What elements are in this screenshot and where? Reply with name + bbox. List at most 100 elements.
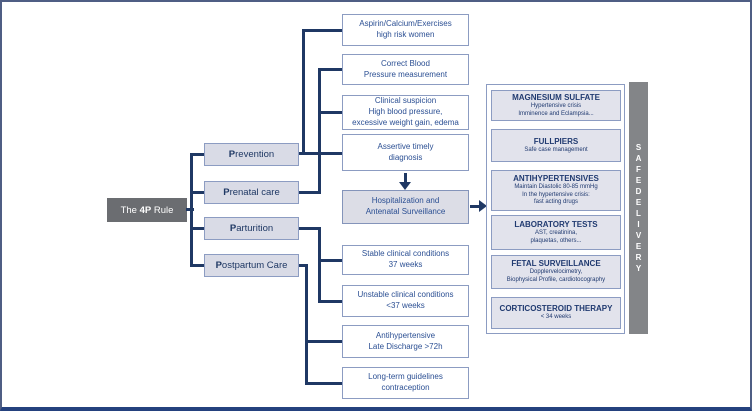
flow-box-assertive-timely-diagnosis: Assertive timely diagnosis [342, 134, 469, 171]
root-box-the-4p-rule: The 4P Rule [107, 198, 187, 222]
flow-box-longterm-guidelines-contraception: Long-term guidelines contraception [342, 367, 469, 399]
pillar-initial: P [215, 260, 222, 271]
flow-box-correct-blood-pressure: Correct Blood Pressure measurement [342, 54, 469, 85]
flow-line: contraception [381, 383, 430, 392]
banner-letter: F [636, 164, 641, 174]
connector-branch-stable [318, 259, 342, 262]
flow-line: Stable clinical conditions [361, 249, 450, 259]
banner-letter: E [635, 175, 642, 185]
pillar-initial: P [228, 149, 236, 160]
pillar-initial: P [229, 223, 237, 234]
flow-line: Aspirin/Calcium/Exercises [359, 19, 452, 29]
flow-line: Antihypertensive [375, 330, 436, 340]
connector-trunk-parturition [318, 227, 321, 303]
flow-line: high risk women [376, 30, 435, 39]
banner-letter: A [635, 153, 642, 163]
flow-box-hospitalization-antenatal-surveillance: Hospitalization and Antenatal Surveillan… [342, 190, 469, 224]
flow-box-antihypertensive-late-discharge: Antihypertensive Late Discharge >72h [342, 325, 469, 358]
treatment-line: Hypertensive crisis [530, 102, 582, 109]
treatment-title: MAGNESIUM SULFATE [512, 92, 600, 102]
treatment-line: < 34 weeks [540, 314, 572, 321]
flow-box-stable-clinical-conditions: Stable clinical conditions 37 weeks [342, 245, 469, 275]
connector-prenatal-row [299, 191, 321, 194]
flow-line: Late Discharge >72h [368, 341, 443, 351]
banner-letter: Y [635, 263, 642, 273]
flow-line: Assertive timely [377, 141, 434, 151]
connector-branch-prevention [190, 153, 204, 156]
flow-line: Clinical suspicion [374, 96, 437, 106]
treatment-line: fast acting drugs [533, 199, 579, 206]
treatment-box-antihypertensives: ANTIHYPERTENSIVES Maintain Diastolic 80-… [491, 170, 621, 211]
flow-line: Hospitalization and [371, 196, 440, 206]
pillar-label: arturition [236, 223, 274, 234]
connector-branch-postpartum [190, 264, 204, 267]
banner-letter: S [635, 142, 642, 152]
treatment-line: Imminence and Eclampsia... [518, 110, 594, 117]
treatment-title: FULLPIERS [533, 136, 579, 146]
pillar-label: renatal care [229, 187, 280, 198]
connector-branch-longterm [305, 382, 342, 385]
banner-letter: L [636, 208, 641, 218]
treatment-title: FETAL SURVEILLANCE [511, 259, 601, 269]
treatment-line: Biophysical Profile, cardiotocography [506, 277, 606, 283]
connector-branch-aspirin [302, 29, 342, 32]
root-label-em: 4P [139, 204, 152, 216]
connector-trunk-prenatal [318, 68, 321, 193]
flow-line: Long-term guidelines [368, 372, 443, 382]
flow-box-clinical-suspicion: Clinical suspicion High blood pressure, … [342, 95, 469, 130]
treatment-box-fullpiers: FULLPIERS Safe case management [491, 129, 621, 162]
treatment-panel: MAGNESIUM SULFATE Hypertensive crisis Im… [486, 84, 625, 334]
treatment-line: Dopplervelocimetry, [529, 269, 583, 276]
flow-box-unstable-clinical-conditions: Unstable clinical conditions <37 weeks [342, 285, 469, 317]
flow-line: diagnosis [388, 152, 423, 162]
pillar-label: ostpartum Care [221, 260, 288, 271]
banner-letter: D [635, 186, 642, 196]
pillar-label: revention [235, 149, 275, 160]
connector-branch-clinical-suspicion [318, 111, 342, 114]
flow-line: Antenatal Surveillance [365, 207, 446, 216]
flow-line: 37 weeks [388, 260, 423, 269]
connector-trunk-postpartum [305, 264, 308, 385]
banner-letter: R [635, 252, 642, 262]
flow-line: <37 weeks [386, 301, 425, 310]
connector-branch-parturition [190, 227, 204, 230]
banner-letter: E [635, 241, 642, 251]
banner-letter: E [635, 197, 642, 207]
arrow-right-icon [479, 200, 487, 212]
flow-line: Unstable clinical conditions [357, 290, 454, 300]
arrow-right-shaft [470, 205, 480, 208]
root-label-suffix: Rule [151, 204, 174, 216]
flow-line: High blood pressure, [368, 107, 443, 117]
banner-letter: I [637, 219, 640, 229]
treatment-title: ANTIHYPERTENSIVES [513, 173, 599, 183]
connector-branch-correct-bp [318, 68, 342, 71]
arrow-down-icon [399, 182, 411, 190]
treatment-line: Maintain Diastolic 80-85 mmHg [514, 183, 598, 190]
treatment-box-corticosteroid-therapy: CORTICOSTEROID THERAPY < 34 weeks [491, 297, 621, 329]
connector-postpartum-row [299, 264, 308, 267]
flow-line: Correct Blood [381, 58, 430, 68]
arrow-down-shaft [404, 173, 407, 183]
treatment-line: Safe case management [524, 146, 588, 153]
connector-branch-prenatal [190, 191, 204, 194]
treatment-line: In the hypertensive crisis: [522, 191, 590, 198]
flow-line: excessive weight gain, edema [352, 117, 459, 127]
safe-delivery-banner: S A F E D E L I V E R Y [629, 82, 648, 334]
treatment-title: LABORATORY TESTS [514, 219, 598, 229]
treatment-line: AST, creatinina, [534, 229, 578, 236]
flow-line: Pressure measurement [363, 69, 448, 79]
connector-parturition-row [299, 227, 321, 230]
banner-letter: V [635, 230, 642, 240]
treatment-title: CORTICOSTEROID THERAPY [499, 304, 613, 314]
pillar-initial: P [223, 187, 230, 198]
treatment-box-fetal-surveillance: FETAL SURVEILLANCE Dopplervelocimetry, B… [491, 255, 621, 289]
root-label-prefix: The [120, 204, 140, 216]
treatment-box-magnesium-sulfate: MAGNESIUM SULFATE Hypertensive crisis Im… [491, 90, 621, 121]
treatment-box-laboratory-tests: LABORATORY TESTS AST, creatinina, plaque… [491, 215, 621, 250]
treatment-line: plaquetas, others... [530, 237, 582, 244]
